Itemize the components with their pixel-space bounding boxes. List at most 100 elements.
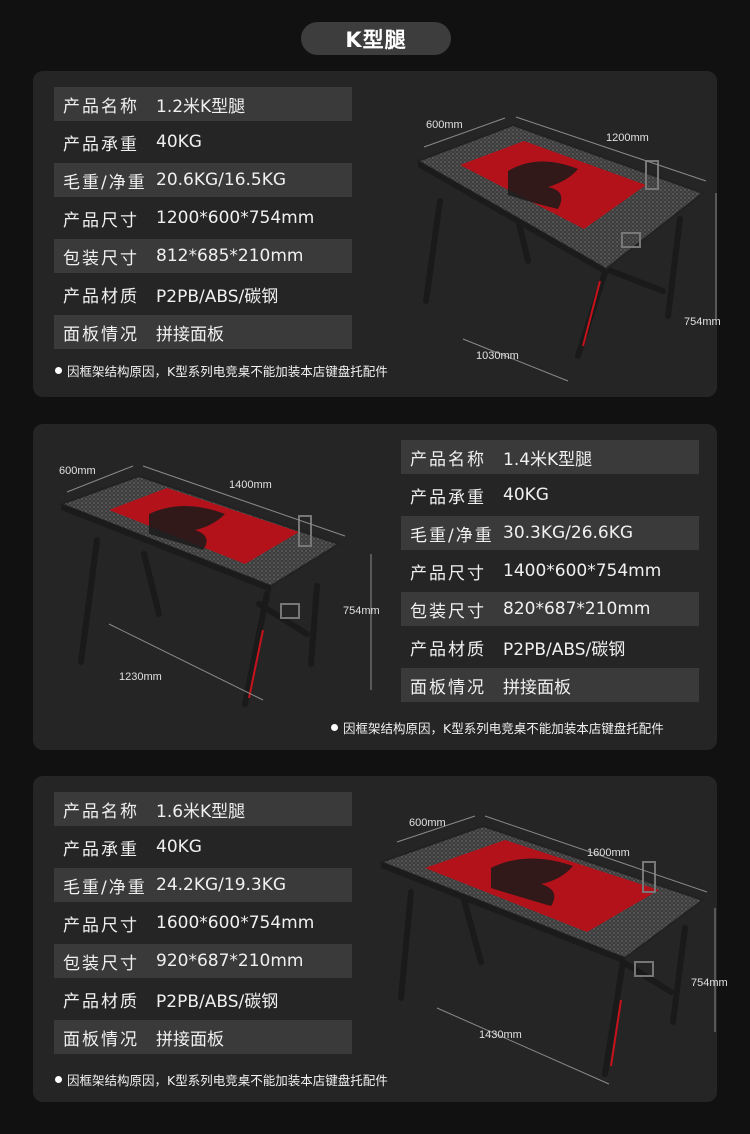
spec-key: 产品尺寸 <box>63 915 139 936</box>
red-leg-accent <box>248 629 264 699</box>
scorpion-graphic <box>149 506 225 550</box>
spec-value: 820*687*210mm <box>503 599 651 619</box>
depth-label: 600mm <box>426 119 463 131</box>
note-text: 因框架结构原因，K型系列电竞桌不能加装本店键盘托配件 <box>67 364 388 379</box>
spec-value: 1.4米K型腿 <box>503 449 593 470</box>
bullet-icon <box>331 724 338 731</box>
spec-key: 包装尺寸 <box>410 601 486 622</box>
spec-key: 产品承重 <box>410 487 486 508</box>
spec-key: 产品尺寸 <box>410 563 486 584</box>
bullet-icon <box>55 367 62 374</box>
spec-value: 40KG <box>156 132 202 152</box>
scorpion-graphic <box>508 161 578 209</box>
spec-row-load: 产品承重 40KG <box>54 830 352 864</box>
width-label: 1200mm <box>606 132 649 144</box>
spec-value: P2PB/ABS/碳钢 <box>503 639 626 660</box>
spec-key: 产品承重 <box>63 839 139 860</box>
dimension-lines <box>423 116 717 382</box>
desk-dimension-diagram: 600mm 1600mm 754mm 1430mm <box>378 815 728 1085</box>
spec-row-weight: 毛重/净重 30.3KG/26.6KG <box>401 516 699 550</box>
note-text: 因框架结构原因，K型系列电竞桌不能加装本店键盘托配件 <box>67 1073 388 1088</box>
spec-row-panel: 面板情况 拼接面板 <box>54 1020 352 1054</box>
spec-row-name: 产品名称 1.6米K型腿 <box>54 792 352 826</box>
spec-value: 40KG <box>156 837 202 857</box>
spec-row-load: 产品承重 40KG <box>54 125 352 159</box>
product-card-1-6m: 产品名称 1.6米K型腿 产品承重 40KG 毛重/净重 24.2KG/19.3… <box>33 776 728 1102</box>
spec-key: 产品材质 <box>63 286 139 307</box>
spec-key: 包装尺寸 <box>63 248 139 269</box>
bullet-icon <box>55 1076 62 1083</box>
spec-key: 产品名称 <box>63 96 139 117</box>
spec-value: P2PB/ABS/碳钢 <box>156 991 279 1012</box>
cup-holder-icon <box>298 515 312 547</box>
spec-row-load: 产品承重 40KG <box>401 478 699 512</box>
desk-edge <box>61 504 271 592</box>
spec-value: 1400*600*754mm <box>503 561 662 581</box>
desk-edge <box>381 862 625 964</box>
height-label: 754mm <box>691 977 728 989</box>
desk-edge <box>418 161 606 275</box>
spec-key: 包装尺寸 <box>63 953 139 974</box>
spec-row-package: 包装尺寸 920*687*210mm <box>54 944 352 978</box>
leg-length-label: 1430mm <box>479 1029 522 1041</box>
spec-value: 1.6米K型腿 <box>156 801 246 822</box>
spec-key: 毛重/净重 <box>63 172 147 193</box>
leg-length-label: 1230mm <box>119 671 162 683</box>
desk-dimension-diagram: 600mm 1200mm 754mm 1030mm <box>415 116 721 382</box>
height-label: 754mm <box>343 605 380 617</box>
spec-row-panel: 面板情况 拼接面板 <box>401 668 699 702</box>
spec-key: 产品名称 <box>63 801 139 822</box>
spec-table: 产品名称 1.6米K型腿 产品承重 40KG 毛重/净重 24.2KG/19.3… <box>54 792 352 1058</box>
product-card-1-4m: 600mm 1400mm 754mm 1230mm 产品名称 1.4米K型腿 产… <box>33 424 717 750</box>
dimension-lines <box>396 815 716 1085</box>
spec-value: 拼接面板 <box>156 1029 224 1050</box>
spec-value: 拼接面板 <box>156 324 224 345</box>
spec-value: 1.2米K型腿 <box>156 96 246 117</box>
spec-row-weight: 毛重/净重 24.2KG/19.3KG <box>54 868 352 902</box>
spec-table: 产品名称 1.2米K型腿 产品承重 40KG 毛重/净重 20.6KG/16.5… <box>54 87 352 353</box>
spec-key: 面板情况 <box>63 1029 139 1050</box>
scorpion-graphic <box>491 858 573 906</box>
spec-row-size: 产品尺寸 1400*600*754mm <box>401 554 699 588</box>
spec-value: 24.2KG/19.3KG <box>156 875 287 895</box>
spec-value: 20.6KG/16.5KG <box>156 170 287 190</box>
spec-row-material: 产品材质 P2PB/ABS/碳钢 <box>401 630 699 664</box>
headphone-hook-icon <box>280 603 300 619</box>
leg-length-label: 1030mm <box>476 350 519 362</box>
dimension-lines <box>66 465 372 701</box>
product-card-1-2m: 产品名称 1.2米K型腿 产品承重 40KG 毛重/净重 20.6KG/16.5… <box>33 71 721 397</box>
headphone-hook-icon <box>621 232 641 248</box>
headphone-hook-icon <box>634 961 654 977</box>
height-label: 754mm <box>684 316 721 328</box>
spec-key: 面板情况 <box>63 324 139 345</box>
red-leg-accent <box>582 280 601 347</box>
spec-key: 面板情况 <box>410 677 486 698</box>
spec-key: 产品名称 <box>410 449 486 470</box>
cup-holder-icon <box>645 160 659 190</box>
compatibility-note: 因框架结构原因，K型系列电竞桌不能加装本店键盘托配件 <box>55 1070 388 1089</box>
spec-row-material: 产品材质 P2PB/ABS/碳钢 <box>54 277 352 311</box>
width-label: 1400mm <box>229 479 272 491</box>
spec-row-size: 产品尺寸 1600*600*754mm <box>54 906 352 940</box>
note-text: 因框架结构原因，K型系列电竞桌不能加装本店键盘托配件 <box>343 721 664 736</box>
spec-key: 毛重/净重 <box>63 877 147 898</box>
spec-row-name: 产品名称 1.2米K型腿 <box>54 87 352 121</box>
spec-row-panel: 面板情况 拼接面板 <box>54 315 352 349</box>
spec-value: P2PB/ABS/碳钢 <box>156 286 279 307</box>
spec-key: 产品尺寸 <box>63 210 139 231</box>
width-label: 1600mm <box>587 847 630 859</box>
spec-table: 产品名称 1.4米K型腿 产品承重 40KG 毛重/净重 30.3KG/26.6… <box>401 440 699 706</box>
compatibility-note: 因框架结构原因，K型系列电竞桌不能加装本店键盘托配件 <box>331 718 664 737</box>
desk-dimension-diagram: 600mm 1400mm 754mm 1230mm <box>58 465 380 707</box>
section-title: K型腿 <box>301 22 451 55</box>
spec-row-weight: 毛重/净重 20.6KG/16.5KG <box>54 163 352 197</box>
spec-value: 920*687*210mm <box>156 951 304 971</box>
spec-value: 1600*600*754mm <box>156 913 315 933</box>
spec-row-name: 产品名称 1.4米K型腿 <box>401 440 699 474</box>
spec-value: 30.3KG/26.6KG <box>503 523 634 543</box>
compatibility-note: 因框架结构原因，K型系列电竞桌不能加装本店键盘托配件 <box>55 361 388 380</box>
spec-key: 产品承重 <box>63 134 139 155</box>
spec-value: 812*685*210mm <box>156 246 304 266</box>
spec-key: 产品材质 <box>410 639 486 660</box>
spec-value: 1200*600*754mm <box>156 208 315 228</box>
